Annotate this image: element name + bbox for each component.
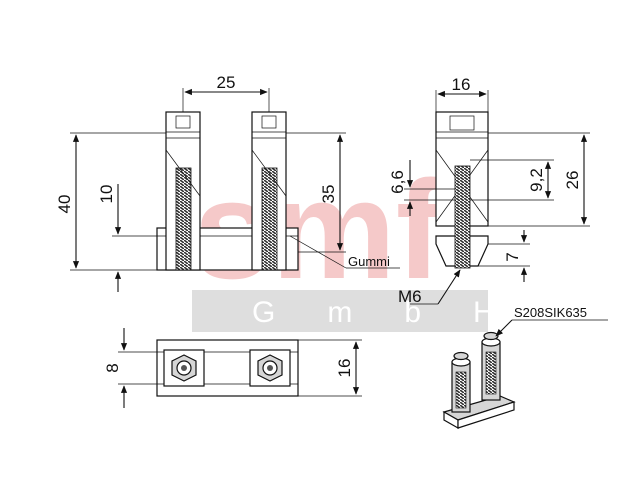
front-bolt-right bbox=[251, 111, 287, 271]
iso-bolt-left bbox=[451, 351, 471, 413]
dim-front-spacing: 25 bbox=[217, 73, 236, 92]
top-hex-left bbox=[163, 349, 205, 387]
dim-front-base-height: 10 bbox=[97, 185, 116, 204]
dim-top-inner-width: 8 bbox=[103, 363, 122, 372]
iso-bolt-right bbox=[481, 331, 501, 401]
front-left-thread bbox=[175, 167, 192, 271]
label-part-number: S208SIK635 bbox=[514, 305, 587, 320]
dim-front-total-height: 40 bbox=[55, 195, 74, 214]
dim-side-thread-a: 6,6 bbox=[388, 170, 407, 194]
front-right-thread bbox=[261, 167, 278, 271]
watermark-company: GmbH bbox=[252, 296, 547, 329]
front-view: 25 40 10 35 Gummi bbox=[55, 73, 400, 292]
dim-side-thread-b: 9,2 bbox=[527, 168, 546, 192]
dim-top-outer-width: 16 bbox=[335, 359, 354, 378]
top-hex-right bbox=[249, 349, 291, 387]
dim-side-tnut-height: 7 bbox=[503, 252, 522, 261]
dim-side-width: 16 bbox=[452, 75, 471, 94]
label-material: Gummi bbox=[348, 254, 390, 269]
side-view: 16 6,6 9,2 26 7 M6 bbox=[388, 75, 590, 306]
front-bolt-left bbox=[165, 111, 201, 271]
label-thread: M6 bbox=[398, 287, 422, 306]
watermark: smf GmbH bbox=[192, 151, 547, 332]
dim-side-total-height: 26 bbox=[563, 171, 582, 190]
top-view: 8 16 bbox=[103, 328, 362, 408]
dim-front-bolt-length: 35 bbox=[319, 185, 338, 204]
watermark-band bbox=[192, 290, 488, 332]
side-thread bbox=[454, 165, 471, 269]
isometric-view: S208SIK635 bbox=[442, 305, 608, 430]
